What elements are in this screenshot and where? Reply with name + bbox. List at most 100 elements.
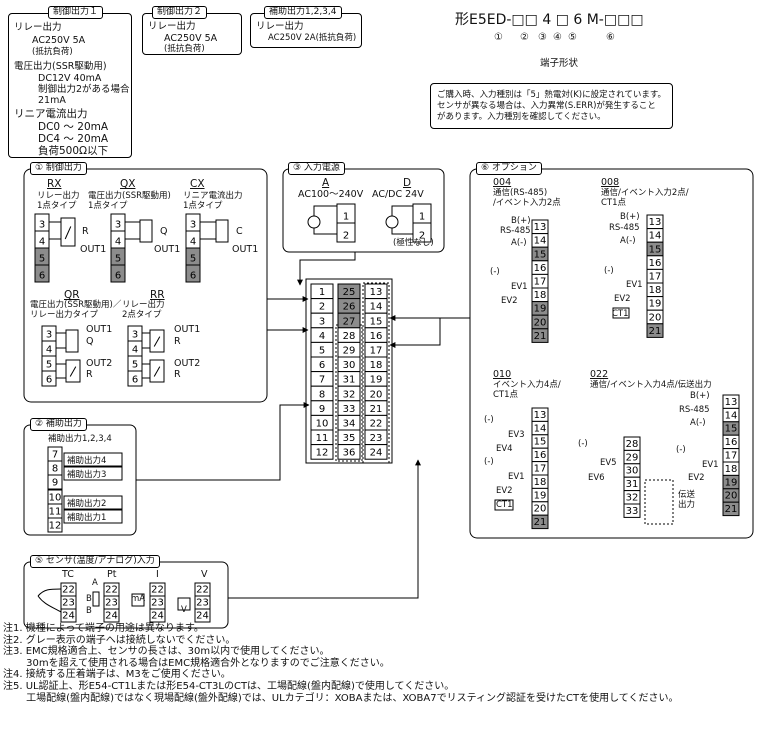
cx-desc: 1点タイプ xyxy=(183,201,223,211)
terminal-number: 20 xyxy=(725,491,738,502)
note-line: 30mを超えて使用される場合はEMC規格適合外となりますのでご注意ください。 xyxy=(3,657,390,669)
model-index: ④ xyxy=(553,32,562,43)
notice-line: センサが異なる場合は、入力異常(S.ERR)が発生すること xyxy=(437,101,656,111)
terminal-cell xyxy=(185,264,201,283)
aux-label-4: 補助出力4 xyxy=(67,456,107,466)
terminal-cell xyxy=(103,608,120,623)
relay-symbol xyxy=(60,217,76,247)
rr-code: RR xyxy=(150,289,165,301)
section-option: ⑥ オプション xyxy=(476,162,542,175)
aux-relay-2 xyxy=(63,495,123,510)
qr-r: R xyxy=(86,369,93,380)
terminal-number: 22 xyxy=(62,585,75,596)
terminal-number: 32 xyxy=(343,389,356,400)
terminal-number: 28 xyxy=(626,439,639,450)
v-source xyxy=(177,597,191,611)
terminal-number: 20 xyxy=(534,504,547,515)
terminal-shape-label: 端子形状 xyxy=(540,58,579,69)
note-line: 注2. グレー表示の端子へは接続しないでください。 xyxy=(3,634,236,646)
opt-004-ev2: EV2 xyxy=(501,296,518,306)
wire-path xyxy=(299,252,356,275)
qx-q: Q xyxy=(160,226,168,237)
terminal-number: 1 xyxy=(419,212,425,223)
wire-path xyxy=(313,228,337,235)
control-output-frame xyxy=(23,168,268,403)
terminal-number: 5 xyxy=(115,254,121,265)
cx-code: CX xyxy=(190,178,205,190)
terminal-cell xyxy=(337,444,361,460)
qx-load xyxy=(139,219,153,243)
wire-path xyxy=(313,205,337,216)
opt-008-rs: RS-485 xyxy=(609,223,640,233)
terminal-number: 13 xyxy=(534,410,547,421)
terminal-number: 1 xyxy=(319,287,325,298)
terminal-cell xyxy=(194,608,211,623)
spec-line: AC250V 5A xyxy=(164,33,218,44)
wire-path xyxy=(391,205,413,216)
spec-line: リレー出力 xyxy=(148,21,196,32)
terminal-cell xyxy=(310,444,334,460)
cx-out: OUT1 xyxy=(232,244,259,255)
opt-010-ev1: EV1 xyxy=(508,472,525,482)
terminal-number: 9 xyxy=(52,478,58,489)
terminal-cell xyxy=(127,370,143,387)
opt-022-tx: 出力 xyxy=(678,500,696,510)
terminal-number: 32 xyxy=(626,493,639,504)
opt-022-code: 022 xyxy=(590,369,609,380)
qr-out2: OUT2 xyxy=(86,358,113,369)
terminal-number: 3 xyxy=(190,220,196,231)
terminal-number: 15 xyxy=(649,244,662,255)
terminal-number: 5 xyxy=(190,254,196,265)
terminal-number: 13 xyxy=(370,287,383,298)
terminal-number: 16 xyxy=(370,331,383,342)
terminal-cell xyxy=(60,608,77,623)
rr-out2: OUT2 xyxy=(174,358,201,369)
opt-004-desc: 通信(RS-485) xyxy=(493,188,548,198)
relay-contact xyxy=(64,226,72,240)
terminal-number: 29 xyxy=(343,346,356,357)
sensor-pt-b: B xyxy=(86,594,92,604)
rr-out1: OUT1 xyxy=(174,324,201,335)
sensor-vv: V xyxy=(181,605,187,615)
terminal-number: 13 xyxy=(725,397,738,408)
opt-022-a: A(-) xyxy=(690,418,706,428)
terminal-number: 15 xyxy=(534,437,547,448)
terminal-number: 13 xyxy=(534,222,547,233)
terminal-number: 18 xyxy=(725,464,738,475)
opt-010-minus: (-) xyxy=(484,415,494,425)
rx-out: OUT1 xyxy=(80,244,107,255)
model-index: ③ xyxy=(538,32,547,43)
relay-symbol xyxy=(65,359,81,383)
terminal-cell xyxy=(623,503,641,518)
terminal-number: 19 xyxy=(725,477,738,488)
spec-line: リレー出力 xyxy=(256,21,304,32)
aux-label-2: 補助出力2 xyxy=(67,499,107,509)
sensor-tc: TC xyxy=(62,569,74,580)
opt-004-code: 004 xyxy=(493,177,512,188)
spec-line: リレー出力 xyxy=(14,22,62,33)
terminal-number: 7 xyxy=(319,375,325,386)
opt-010-ev4: EV4 xyxy=(496,444,513,454)
option-group-outline xyxy=(362,282,390,464)
terminal-number: 3 xyxy=(46,330,52,341)
aux-label-1: 補助出力1 xyxy=(67,513,107,523)
cx-c: C xyxy=(236,226,243,237)
terminal-number: 16 xyxy=(725,437,738,448)
terminal-cell xyxy=(531,328,549,343)
sensor-i: I xyxy=(156,569,159,580)
terminal-number: 23 xyxy=(62,598,75,609)
terminal-number: 17 xyxy=(534,464,547,475)
opt-008-ev2: EV2 xyxy=(614,294,631,304)
spec-line: DC4 ～ 20mA xyxy=(38,133,109,145)
power-d-label: AC/DC 24V xyxy=(372,189,424,200)
terminal-number: 15 xyxy=(534,249,547,260)
terminal-number: 23 xyxy=(196,598,209,609)
terminal-number: 30 xyxy=(626,466,639,477)
terminal-number: 22 xyxy=(370,419,383,430)
terminal-number: 5 xyxy=(46,360,52,371)
spec-line: 制御出力2がある場合 xyxy=(38,84,130,95)
opt-022-tx-block xyxy=(644,479,674,525)
power-d-code: D xyxy=(403,177,412,189)
terminal-number: 33 xyxy=(343,404,356,415)
opt-022-ev2: EV2 xyxy=(688,473,705,483)
